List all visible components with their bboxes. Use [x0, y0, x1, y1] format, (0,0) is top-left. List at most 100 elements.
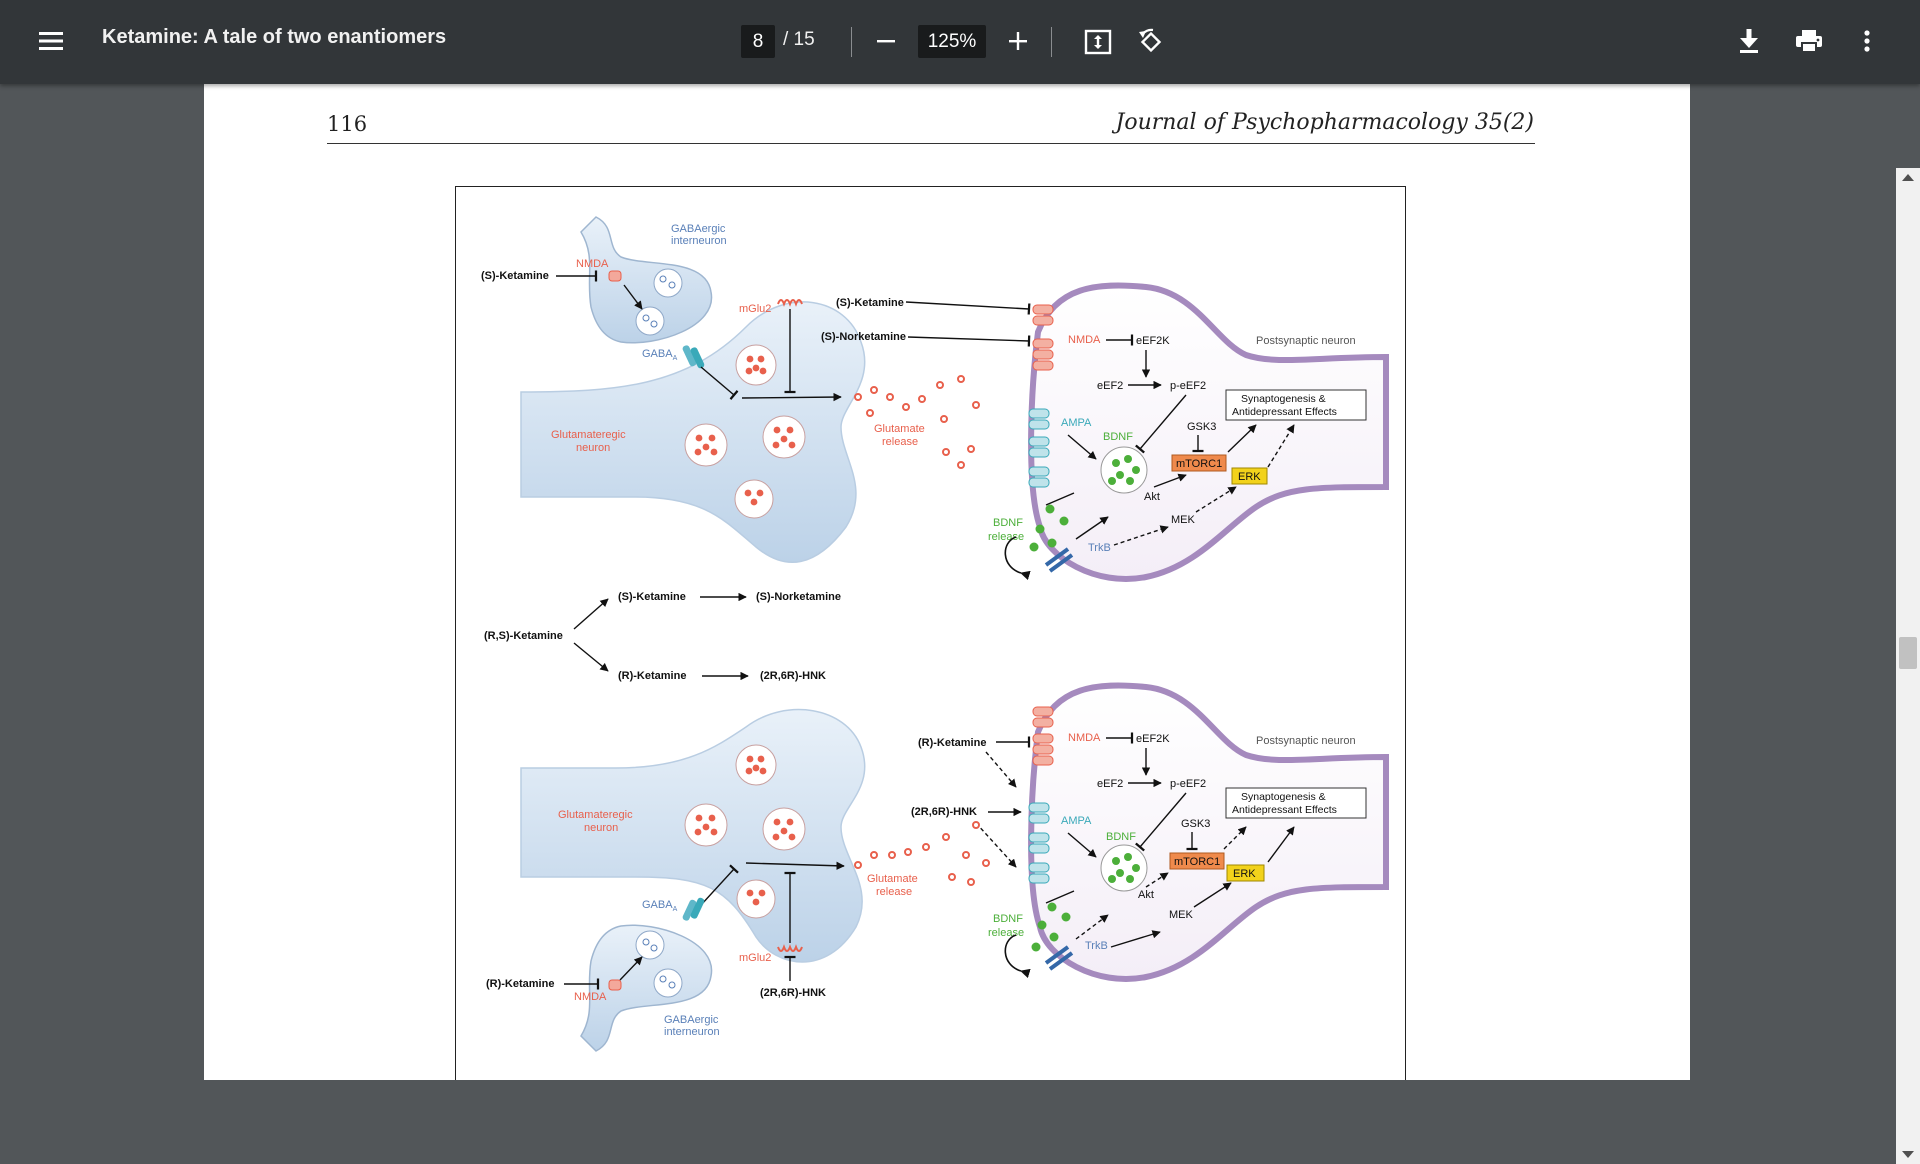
- more-vertical-icon[interactable]: [1855, 26, 1879, 56]
- hamburger-menu-icon[interactable]: [36, 26, 66, 56]
- svg-text:GSK3: GSK3: [1181, 818, 1210, 830]
- svg-text:Antidepressant Effects: Antidepressant Effects: [1232, 804, 1337, 816]
- pdf-toolbar: Ketamine: A tale of two enantiomers 8 / …: [0, 0, 1920, 84]
- erk-box: [1231, 467, 1268, 485]
- svg-text:BDNF: BDNF: [1106, 831, 1136, 843]
- svg-text:Synaptogenesis &: Synaptogenesis &: [1241, 791, 1326, 803]
- bdnf-label: BDNF: [1103, 431, 1133, 443]
- gaba-a-label: GABAA: [642, 348, 678, 362]
- s-norketamine-label: (S)-Norketamine: [821, 331, 906, 343]
- zoom-level-input[interactable]: 125%: [918, 25, 986, 58]
- bdnf-release-dots-top: [1029, 504, 1069, 552]
- minus-icon[interactable]: [871, 26, 901, 56]
- svg-text:NMDA: NMDA: [1068, 732, 1101, 744]
- ampa-receptor-stack-bottom: [1028, 802, 1050, 884]
- svg-text:NMDA: NMDA: [574, 991, 607, 1003]
- mglu2-label: mGlu2: [739, 303, 771, 315]
- s-ketamine-metab: (S)-Ketamine: [618, 591, 686, 603]
- svg-text:release: release: [988, 531, 1024, 543]
- svg-text:ERK: ERK: [1238, 471, 1261, 483]
- print-icon[interactable]: [1793, 26, 1825, 56]
- svg-text:eEF2K: eEF2K: [1136, 335, 1170, 347]
- postsynaptic-label: Postsynaptic neuron: [1256, 335, 1356, 347]
- download-icon[interactable]: [1734, 26, 1764, 56]
- gabaergic-interneuron-bottom: [580, 924, 713, 1052]
- header-rule: [327, 143, 1535, 144]
- r-ketamine-right-label: (R)-Ketamine: [918, 737, 986, 749]
- svg-text:mGlu2: mGlu2: [739, 952, 771, 964]
- ampa-label: AMPA: [1061, 417, 1092, 429]
- svg-text:p-eEF2: p-eEF2: [1170, 778, 1206, 790]
- glutamatergic-label: Glutamateregic: [551, 429, 626, 441]
- plus-icon[interactable]: [1003, 26, 1033, 56]
- scroll-up-arrow-icon[interactable]: [1902, 174, 1914, 181]
- scrollbar-thumb[interactable]: [1899, 637, 1917, 669]
- vertical-scrollbar[interactable]: [1896, 168, 1920, 1164]
- scroll-down-arrow-icon[interactable]: [1902, 1151, 1914, 1158]
- svg-text:neuron: neuron: [584, 822, 618, 834]
- svg-text:ERK: ERK: [1233, 868, 1256, 880]
- nmda-receptor-stack-top: [1032, 304, 1054, 371]
- svg-text:eEF2K: eEF2K: [1136, 733, 1170, 745]
- svg-text:mTORC1: mTORC1: [1176, 458, 1222, 470]
- synaptogenesis-box: [1225, 389, 1367, 421]
- svg-text:Glutamateregic: Glutamateregic: [558, 809, 633, 821]
- page-number-text: 116: [327, 112, 368, 136]
- svg-text:GABAA: GABAA: [642, 899, 678, 913]
- svg-text:Glutamate: Glutamate: [867, 873, 918, 885]
- trkb-label: TrkB: [1088, 542, 1111, 554]
- s-ketamine-label: (S)-Ketamine: [481, 270, 549, 282]
- bdnf-release-label: BDNF: [993, 517, 1023, 529]
- r-ketamine-left-label: (R)-Ketamine: [486, 978, 554, 990]
- gabaergic-interneuron-top: [580, 216, 713, 344]
- svg-text:mTORC1: mTORC1: [1174, 856, 1220, 868]
- interneuron-label: interneuron: [671, 235, 727, 247]
- svg-text:MEK: MEK: [1171, 514, 1196, 526]
- svg-text:BDNF: BDNF: [993, 913, 1023, 925]
- svg-text:GABAergic: GABAergic: [664, 1014, 719, 1026]
- bdnf-vesicle-top: [1100, 446, 1148, 494]
- svg-text:AMPA: AMPA: [1061, 815, 1092, 827]
- journal-header: Journal of Psychopharmacology 35(2): [1115, 110, 1534, 135]
- svg-text:Synaptogenesis &: Synaptogenesis &: [1241, 393, 1326, 405]
- page-number-input[interactable]: 8: [741, 25, 775, 58]
- gaba-a-receptor-icon-bottom: [682, 899, 697, 921]
- post-nmda-label: NMDA: [1068, 334, 1101, 346]
- trkb-receptor-icon-bottom: [1044, 945, 1074, 971]
- nmda-receptor-stack-bottom: [1032, 706, 1054, 766]
- svg-text:eEF2: eEF2: [1097, 778, 1123, 790]
- fit-to-page-icon[interactable]: [1082, 26, 1114, 58]
- bdnf-vesicle-bottom: [1100, 844, 1148, 892]
- hnk-right-label: (2R,6R)-HNK: [911, 806, 977, 818]
- postsynaptic-neuron-bottom: [1028, 682, 1389, 982]
- nmda-receptor-icon: [608, 270, 622, 282]
- svg-text:release: release: [882, 436, 918, 448]
- hnk-metab: (2R,6R)-HNK: [760, 670, 826, 682]
- svg-text:release: release: [988, 927, 1024, 939]
- page-total: / 15: [783, 29, 815, 50]
- s-norketamine-metab: (S)-Norketamine: [756, 591, 841, 603]
- gabaergic-label: GABAergic: [671, 223, 726, 235]
- trkb-receptor-icon: [1044, 547, 1074, 573]
- ketamine-mechanism-figure: GABAergic interneuron NMDA (S)-Ketamine …: [455, 186, 1406, 1080]
- glutamate-release-dots-bottom: [854, 821, 990, 886]
- mtorc1-box-bottom: [1169, 852, 1225, 870]
- svg-text:p-eEF2: p-eEF2: [1170, 380, 1206, 392]
- glutamate-release-dots-top: [854, 375, 980, 469]
- mglu2-receptor-icon: [777, 299, 803, 307]
- erk-box-bottom: [1226, 864, 1265, 882]
- gaba-a-receptor-icon: [682, 345, 697, 367]
- pdf-page: 116 Journal of Psychopharmacology 35(2) …: [204, 84, 1690, 1080]
- document-viewport[interactable]: 116 Journal of Psychopharmacology 35(2) …: [0, 84, 1920, 1164]
- toolbar-divider: [851, 27, 852, 57]
- svg-text:MEK: MEK: [1169, 909, 1194, 921]
- mglu2-receptor-icon-bottom: [777, 944, 803, 952]
- neuron-label: neuron: [576, 442, 610, 454]
- toolbar-divider: [1051, 27, 1052, 57]
- rotate-icon[interactable]: [1135, 25, 1167, 59]
- s-ketamine-right-label: (S)-Ketamine: [836, 297, 904, 309]
- nmda-label: NMDA: [576, 258, 609, 270]
- svg-text:interneuron: interneuron: [664, 1026, 720, 1038]
- nmda-receptor-icon-bottom: [608, 979, 622, 991]
- svg-text:Antidepressant Effects: Antidepressant Effects: [1232, 406, 1337, 418]
